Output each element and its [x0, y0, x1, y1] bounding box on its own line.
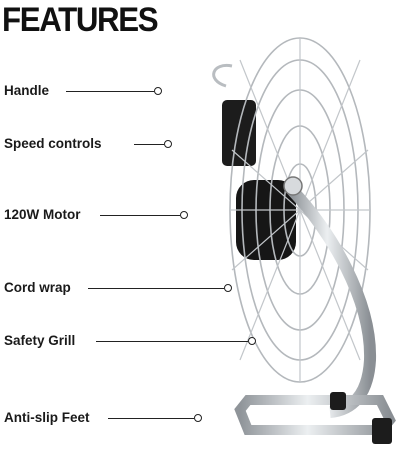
- leader-dot: [180, 211, 188, 219]
- feature-motor: 120W Motor: [0, 203, 402, 227]
- page-title: FEATURES: [2, 1, 159, 39]
- feature-label: 120W Motor: [4, 207, 81, 222]
- handle-loop: [212, 63, 233, 88]
- feature-label: Safety Grill: [4, 333, 76, 348]
- feature-label: Cord wrap: [4, 280, 71, 295]
- leader-line: [66, 91, 154, 92]
- motor-housing: [236, 180, 296, 260]
- feature-cord-wrap: Cord wrap: [0, 276, 402, 300]
- feature-label: Anti-slip Feet: [4, 410, 90, 425]
- leader-dot: [154, 87, 162, 95]
- leader-dot: [248, 337, 256, 345]
- feature-label: Speed controls: [4, 136, 102, 151]
- feature-speed-controls: Speed controls: [0, 132, 402, 156]
- feature-safety-grill: Safety Grill: [0, 329, 402, 353]
- anti-slip-foot-front: [372, 418, 392, 444]
- leader-line: [96, 341, 248, 342]
- leader-line: [134, 144, 164, 145]
- leader-dot: [194, 414, 202, 422]
- leader-line: [108, 418, 194, 419]
- feature-handle: Handle: [0, 79, 402, 103]
- leader-dot: [224, 284, 232, 292]
- feature-anti-slip-feet: Anti-slip Feet: [0, 406, 402, 430]
- feature-label: Handle: [4, 83, 50, 98]
- leader-dot: [164, 140, 172, 148]
- leader-line: [88, 288, 224, 289]
- anti-slip-foot-back: [330, 392, 346, 410]
- grill-spokes: [230, 38, 370, 382]
- leader-line: [100, 215, 180, 216]
- pivot-knob: [283, 176, 303, 196]
